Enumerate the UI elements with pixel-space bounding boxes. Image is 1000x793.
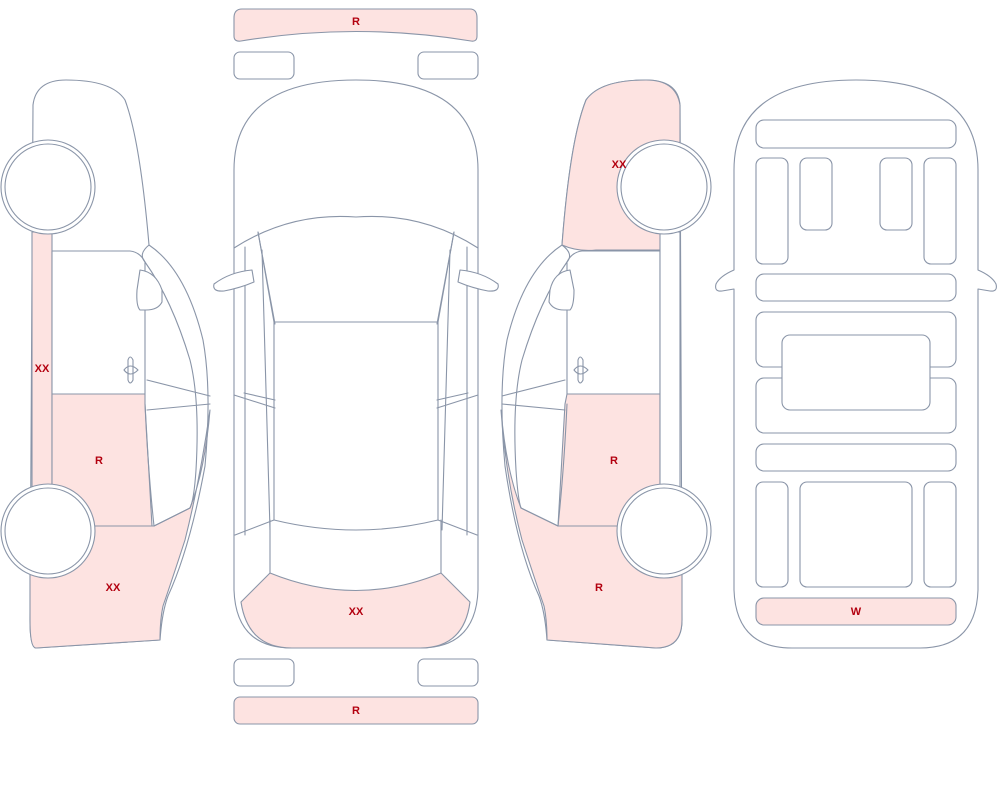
- right-front-fender-damage-label: XX: [612, 159, 627, 171]
- right-mirror[interactable]: [548, 269, 575, 311]
- left-window-glass[interactable]: [144, 261, 198, 527]
- left-rocker-damage-label: XX: [35, 363, 50, 375]
- rear-bumper[interactable]: [233, 696, 479, 725]
- underbody-view: W: [715, 79, 997, 649]
- left-rear-quarter-damage-label: XX: [106, 582, 121, 594]
- front-right-footwell[interactable]: [923, 157, 957, 265]
- rear-panel[interactable]: [755, 597, 957, 626]
- front-left-seat[interactable]: [799, 157, 833, 231]
- trunk-floor[interactable]: [799, 481, 913, 588]
- right-rocker-panel[interactable]: [659, 231, 681, 489]
- trunk-left-well[interactable]: [755, 481, 789, 588]
- front-bumper-damage-label: R: [352, 16, 360, 28]
- roof-panel[interactable]: [273, 321, 439, 531]
- front-bumper[interactable]: [233, 8, 478, 42]
- right-front-wheel[interactable]: [616, 139, 712, 235]
- left-rear-quarter[interactable]: [29, 409, 211, 649]
- top-view: R XX R: [213, 8, 499, 725]
- left-door-handle-base: [123, 365, 139, 375]
- right-door-handle-base: [573, 365, 589, 375]
- right-pillar-lines: [501, 244, 571, 411]
- rear-panel-damage-label: W: [851, 606, 862, 618]
- right-side-view: XX R R: [500, 79, 712, 649]
- center-console[interactable]: [781, 334, 931, 411]
- left-side-view: XX R XX: [0, 79, 211, 649]
- left-mirror[interactable]: [136, 269, 163, 311]
- right-rear-quarter[interactable]: [500, 409, 683, 649]
- left-front-door[interactable]: [51, 250, 146, 395]
- front-right-seat[interactable]: [879, 157, 913, 231]
- rear-bumper-damage-label: R: [352, 705, 360, 717]
- right-rear-wheel[interactable]: [616, 483, 712, 579]
- rear-seat-bar[interactable]: [755, 443, 957, 472]
- right-window-glass[interactable]: [514, 261, 568, 527]
- right-side-pillars: [436, 231, 479, 536]
- left-side-pillars: [233, 231, 276, 536]
- top-right-mirror[interactable]: [457, 269, 499, 292]
- hood-panel[interactable]: [240, 572, 471, 649]
- right-front-door[interactable]: [566, 250, 661, 395]
- rear-window[interactable]: [269, 519, 442, 574]
- rear-left-light[interactable]: [233, 658, 295, 687]
- left-rear-wheel[interactable]: [0, 483, 96, 579]
- front-left-light[interactable]: [233, 51, 295, 80]
- dashboard-panel[interactable]: [755, 119, 957, 149]
- front-left-footwell[interactable]: [755, 157, 789, 265]
- right-rear-door-damage-label: R: [610, 455, 618, 467]
- right-rear-quarter-damage-label: R: [595, 582, 603, 594]
- left-rocker-panel[interactable]: [31, 231, 53, 489]
- top-outer-lines: [233, 215, 479, 249]
- front-floor-bar[interactable]: [755, 273, 957, 302]
- front-right-light[interactable]: [417, 51, 479, 80]
- left-rear-door-damage-label: R: [95, 455, 103, 467]
- trunk-right-well[interactable]: [923, 481, 957, 588]
- left-door-handle[interactable]: [127, 356, 134, 384]
- rear-right-light[interactable]: [417, 658, 479, 687]
- top-left-mirror[interactable]: [213, 269, 255, 292]
- left-front-wheel[interactable]: [0, 139, 96, 235]
- hood-damage-label: XX: [349, 606, 364, 618]
- left-pillar-lines: [141, 244, 211, 411]
- right-door-handle[interactable]: [577, 356, 584, 384]
